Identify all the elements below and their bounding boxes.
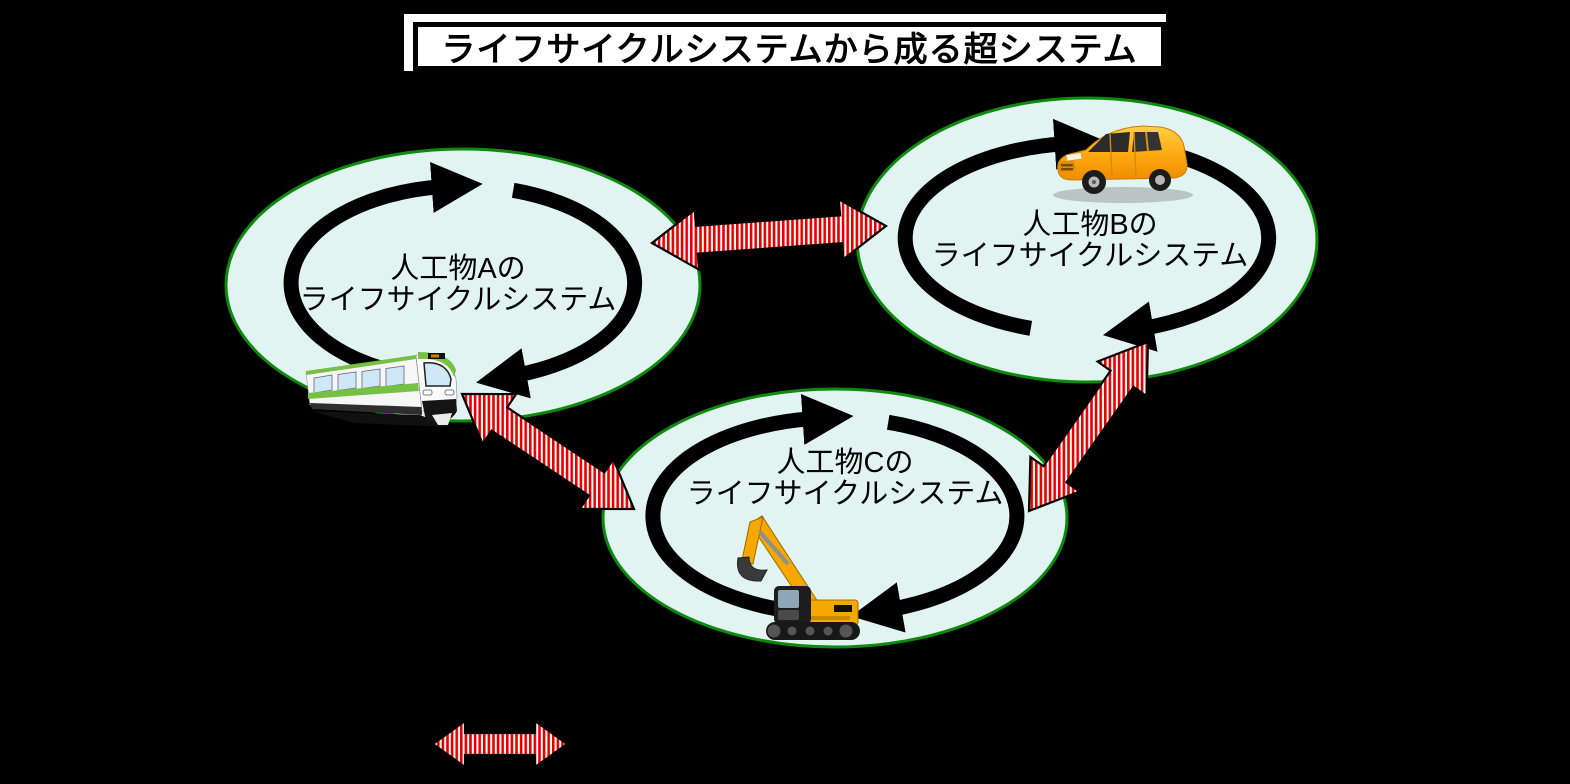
cycle-arrow-icon <box>645 393 854 617</box>
cycle-arrow-icon <box>283 161 483 383</box>
system-a-cycle-arrows <box>283 161 643 399</box>
system-a-label-line2: ライフサイクルシステム <box>299 284 617 316</box>
system-c-cycle-arrows <box>645 393 1025 633</box>
system-c-label-line1: 人工物Cの <box>776 447 914 479</box>
system-b-cycle-arrows <box>897 118 1277 352</box>
system-c-label-line2: ライフサイクルシステム <box>686 478 1004 510</box>
diagram-title-box: ライフサイクルシステムから成る超システム <box>404 14 1166 71</box>
system-b-label-line2: ライフサイクルシステム <box>931 240 1249 272</box>
system-c-label: 人工物Cの ライフサイクルシステム <box>687 448 1004 510</box>
cycle-arrow-icon <box>1102 139 1277 352</box>
system-a-label: 人工物Aの ライフサイクルシステム <box>300 254 617 316</box>
excavator-image <box>736 515 860 640</box>
cycle-arrow-icon <box>851 414 1025 633</box>
system-b-label-line1: 人工物Bの <box>1022 209 1158 241</box>
train-image <box>305 352 458 427</box>
diagram-title: ライフサイクルシステムから成る超システム <box>413 22 1166 71</box>
car-image <box>1053 125 1193 203</box>
system-a-label-line1: 人工物Aの <box>390 253 526 285</box>
cycle-arrow-icon <box>476 182 643 399</box>
system-b-label: 人工物Bの ライフサイクルシステム <box>932 210 1249 272</box>
cycle-arrow-icon <box>897 118 1106 336</box>
system-c-ellipse <box>601 387 1069 649</box>
